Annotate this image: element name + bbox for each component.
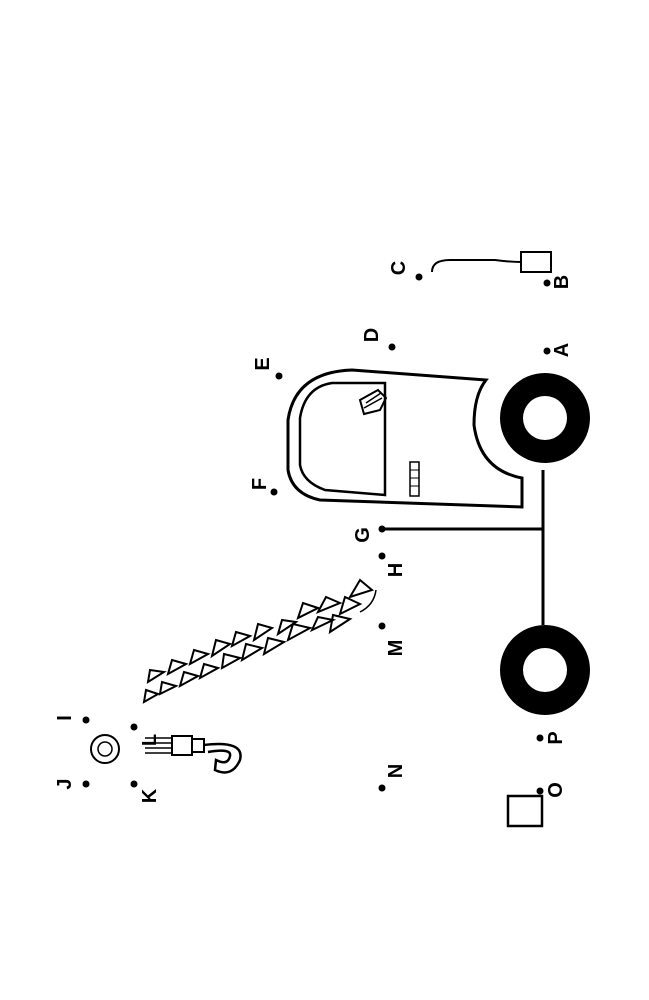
- crane-boom: [142, 578, 377, 704]
- dot-j: [82, 780, 90, 788]
- dot-e: [275, 372, 283, 380]
- truck-cab: [286, 368, 524, 509]
- dot-p: [536, 734, 544, 742]
- label-h: H: [385, 563, 407, 577]
- label-n: N: [385, 764, 407, 778]
- front-wheel: [500, 373, 590, 463]
- label-j: J: [54, 778, 76, 789]
- label-c: C: [388, 261, 410, 275]
- rear-bumper: [506, 794, 544, 828]
- pulley-inner: [97, 741, 113, 757]
- label-a: A: [551, 343, 573, 357]
- dot-i: [82, 716, 90, 724]
- dot-n: [378, 784, 386, 792]
- dot-k: [130, 780, 138, 788]
- dot-a: [543, 347, 551, 355]
- dot-l: [130, 723, 138, 731]
- label-d: D: [361, 328, 383, 342]
- dot-g: [378, 525, 386, 533]
- label-p: P: [545, 731, 567, 744]
- dots: [82, 273, 551, 795]
- dot-f: [270, 488, 278, 496]
- label-f: F: [249, 478, 271, 490]
- door-handle: [409, 461, 420, 497]
- dot-m: [378, 622, 386, 630]
- dot-d: [388, 343, 396, 351]
- dot-c: [415, 273, 423, 281]
- label-b: B: [551, 275, 573, 289]
- front-bumper: [431, 251, 552, 273]
- label-g: G: [352, 527, 374, 543]
- dot-o: [536, 787, 544, 795]
- hook-assembly: [90, 734, 242, 774]
- rear-wheel: [500, 625, 590, 715]
- label-e: E: [252, 357, 274, 370]
- dot-b: [543, 279, 551, 287]
- label-k: K: [139, 788, 161, 803]
- label-m: M: [385, 640, 407, 657]
- dot-labels: A B C D E F G H I J K L M N O P: [54, 261, 573, 803]
- pulley-outer: [90, 734, 120, 764]
- label-i: I: [54, 715, 76, 721]
- chassis: [382, 470, 545, 625]
- label-o: O: [545, 782, 567, 798]
- label-l: L: [139, 734, 161, 746]
- dot-h: [378, 552, 386, 560]
